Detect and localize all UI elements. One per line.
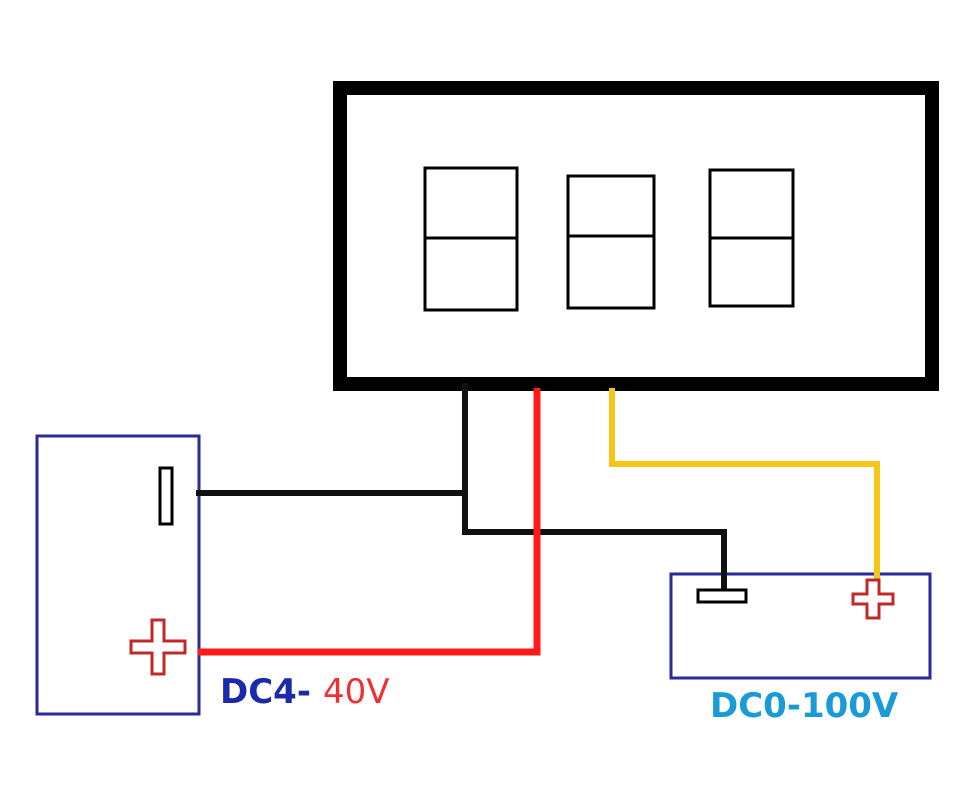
digit-1 <box>423 166 519 312</box>
meter-frame <box>333 81 939 391</box>
wire-power <box>198 388 541 656</box>
digit-2 <box>566 174 656 310</box>
minus-terminal-icon <box>158 466 174 526</box>
measured-right-label: DC0-100V <box>710 686 899 726</box>
supply-left-label-suffix: 40V <box>322 672 390 712</box>
plus-terminal-icon <box>851 578 895 620</box>
wire-signal <box>609 388 880 584</box>
minus-terminal-icon <box>696 588 748 604</box>
supply-left-label-prefix: DC4- <box>220 672 311 712</box>
digit-3 <box>708 168 795 308</box>
supply-left-label: DC4- 40V <box>220 672 389 712</box>
supply-left-box <box>35 434 201 716</box>
plus-terminal-icon <box>129 618 187 676</box>
measured-right-box <box>669 572 932 680</box>
wire-ground <box>196 383 727 595</box>
meter-digits <box>423 166 795 312</box>
